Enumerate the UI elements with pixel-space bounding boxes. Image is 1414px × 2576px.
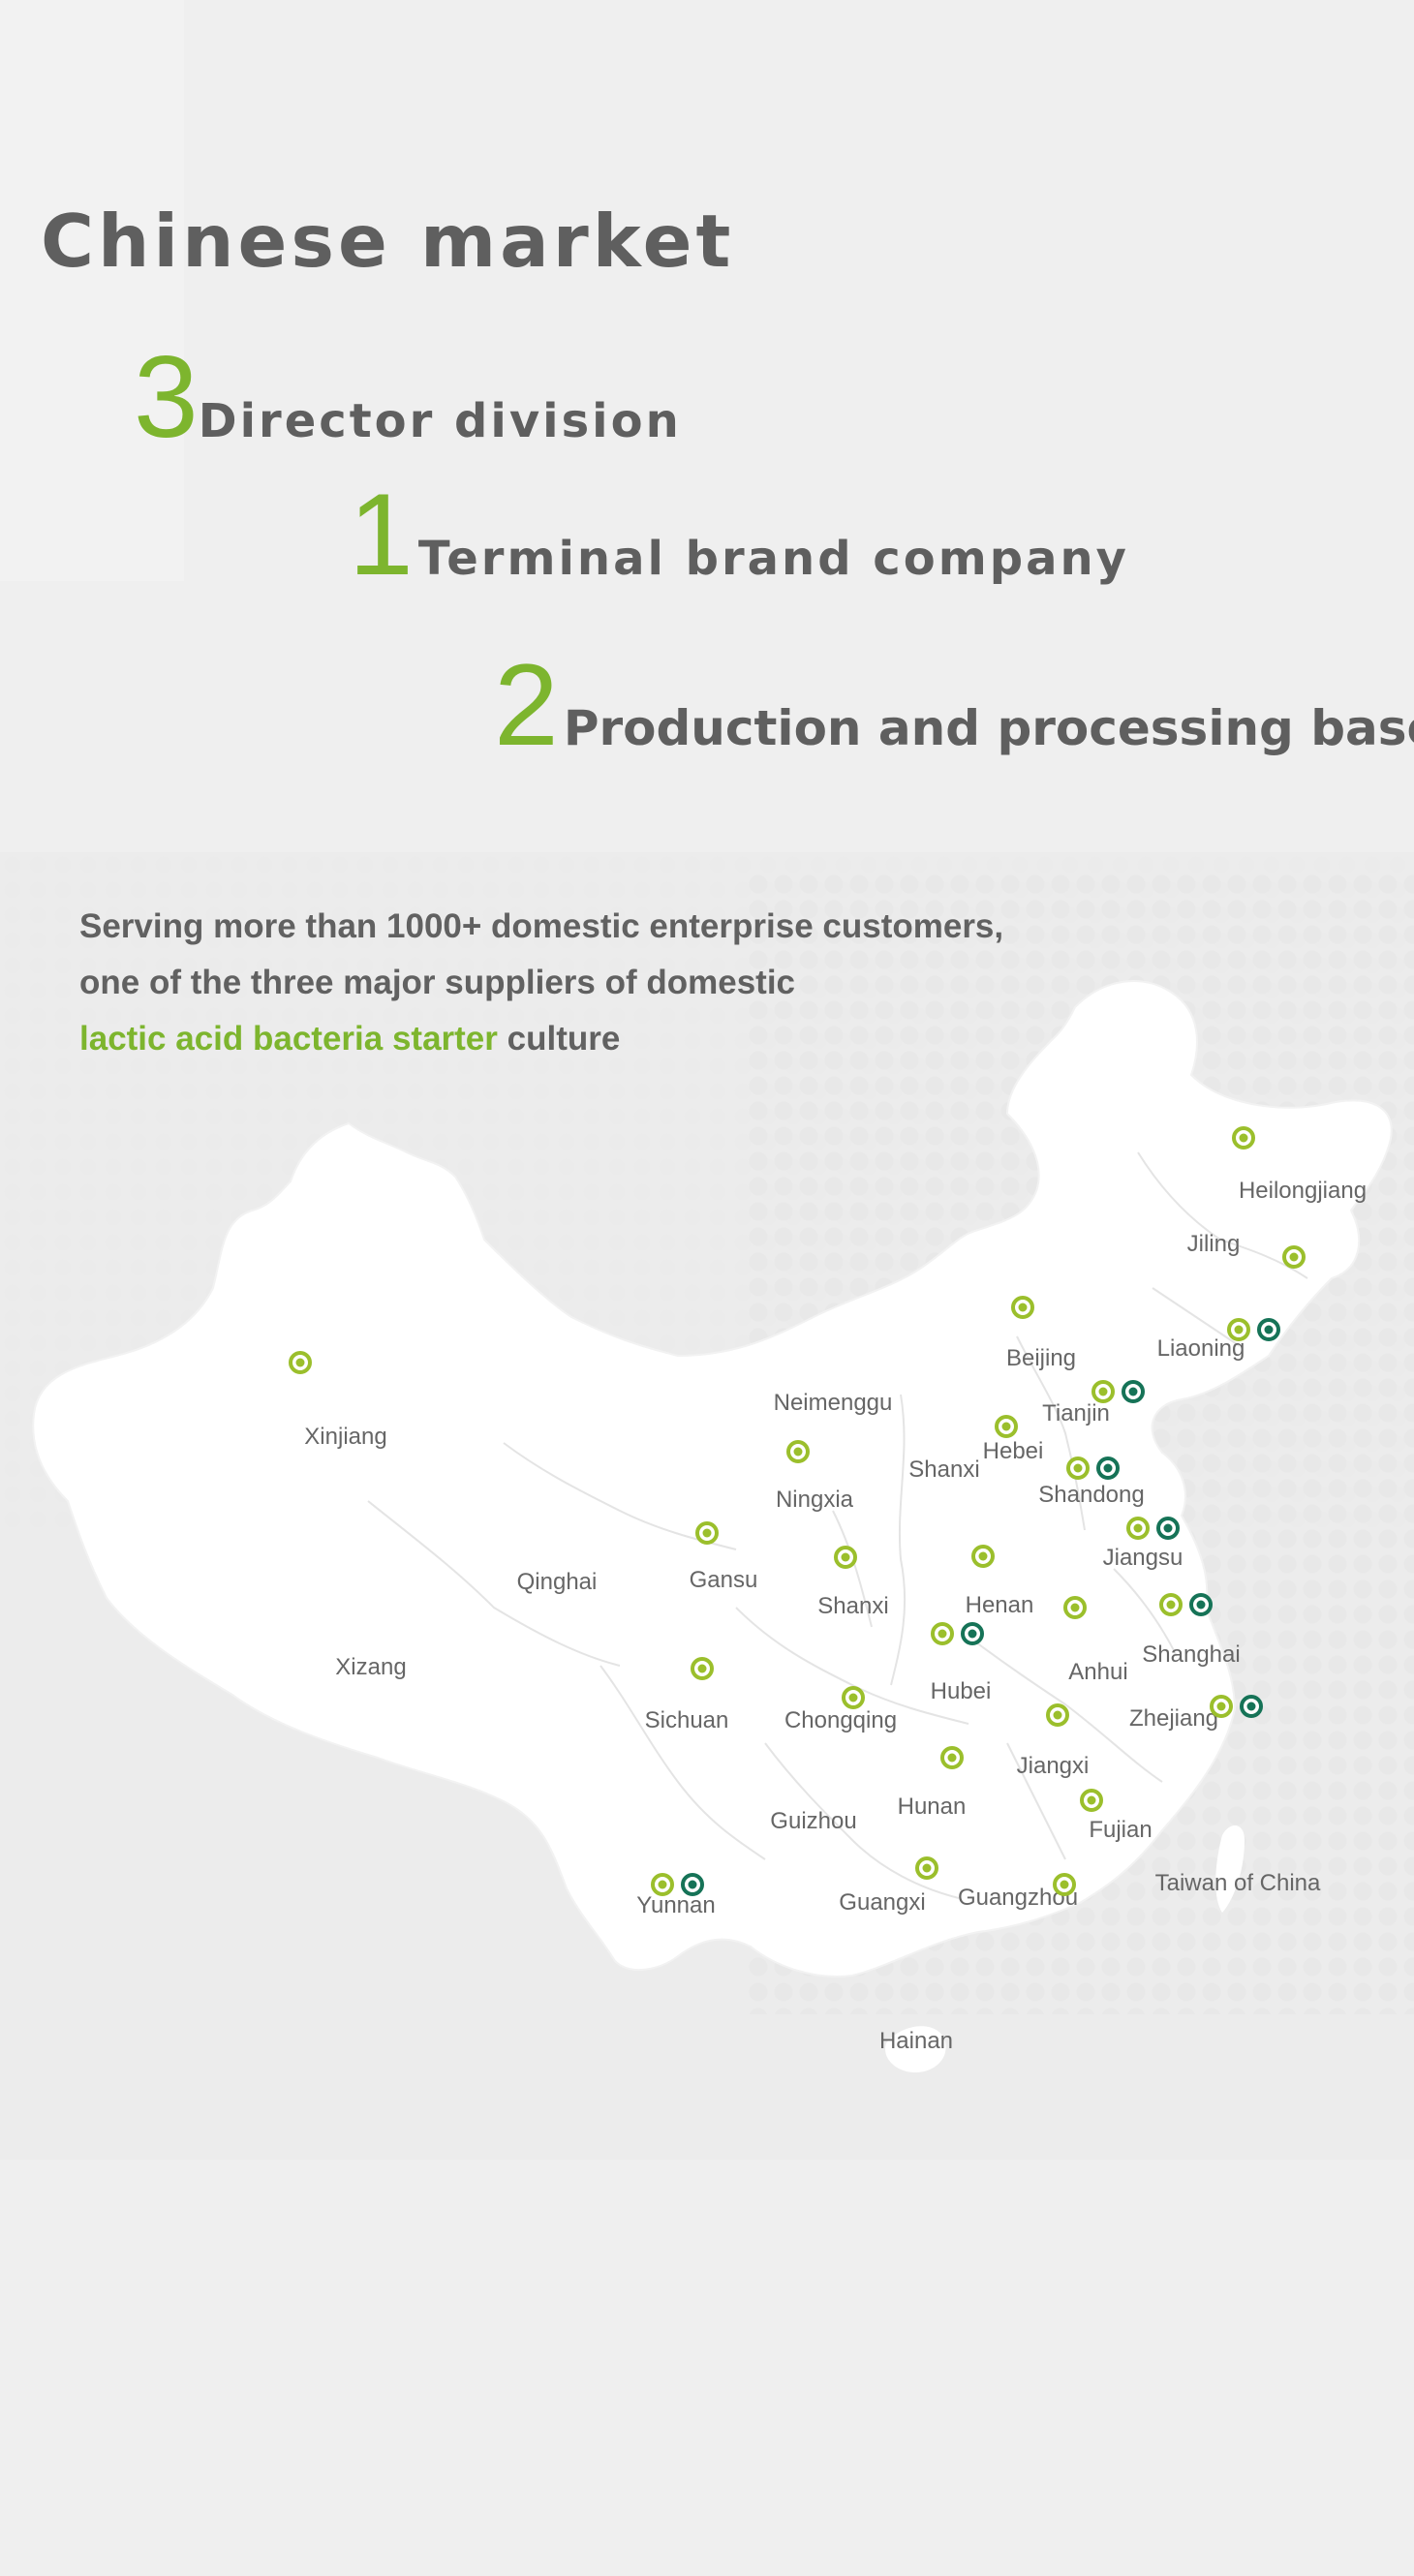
province-label-fujian: Fujian — [1089, 1817, 1152, 1843]
province-label-jiling: Jiling — [1187, 1231, 1241, 1257]
china-outline — [32, 980, 1393, 1978]
office-marker-icon — [1282, 1245, 1306, 1269]
province-label-henan: Henan — [966, 1592, 1034, 1618]
intro-highlight: lactic acid bacteria starter — [79, 1020, 498, 1058]
province-label-shandong: Shandong — [1038, 1482, 1144, 1508]
stat-production-base: 2 Production and processing base — [494, 647, 1414, 763]
office-marker-icon — [1011, 1296, 1034, 1319]
office-marker-icon — [1159, 1593, 1183, 1616]
hainan-island — [885, 2026, 946, 2072]
office-marker-icon — [842, 1686, 865, 1709]
province-label-gansu: Gansu — [690, 1567, 758, 1593]
province-label-guizhou: Guizhou — [770, 1808, 856, 1834]
province-label-neimenggu: Neimenggu — [774, 1390, 893, 1416]
office-marker-icon — [940, 1746, 964, 1769]
province-label-shanxi: Shanxi — [817, 1593, 888, 1619]
page-title: Chinese market — [41, 199, 735, 284]
province-label-hainan: Hainan — [879, 2028, 953, 2054]
production-base-marker-icon — [1122, 1380, 1145, 1403]
province-label-jiangsu: Jiangsu — [1103, 1545, 1183, 1571]
office-marker-icon — [786, 1440, 810, 1463]
province-label-anhui: Anhui — [1068, 1659, 1127, 1685]
office-marker-icon — [1091, 1380, 1115, 1403]
province-label-hubei: Hubei — [931, 1678, 992, 1704]
stat-terminal-brand: 1 Terminal brand company — [349, 476, 1129, 593]
stat-label: Production and processing base — [563, 700, 1414, 756]
office-marker-icon — [1053, 1873, 1076, 1896]
province-label-zhejiang: Zhejiang — [1129, 1705, 1218, 1732]
office-marker-icon — [1080, 1789, 1103, 1812]
office-marker-icon — [691, 1657, 714, 1680]
province-label-shanghai: Shanghai — [1142, 1641, 1240, 1668]
province-label-heilongjiang: Heilongjiang — [1239, 1178, 1367, 1204]
office-marker-icon — [1046, 1703, 1069, 1727]
office-marker-icon — [1227, 1318, 1250, 1341]
stat-director-division: 3Director division — [134, 339, 682, 455]
province-label-qinghai: Qinghai — [517, 1569, 598, 1595]
province-label-beijing: Beijing — [1006, 1345, 1076, 1371]
office-marker-icon — [695, 1521, 719, 1545]
province-borders — [367, 1151, 1308, 1899]
province-label-sichuan: Sichuan — [645, 1707, 729, 1733]
stat-number: 3 — [134, 332, 199, 462]
office-marker-icon — [1126, 1517, 1150, 1540]
province-label-tianjin: Tianjin — [1042, 1400, 1110, 1426]
province-label-taiwan-of-china: Taiwan of China — [1155, 1870, 1321, 1896]
stat-label: Terminal brand company — [417, 532, 1129, 586]
production-base-marker-icon — [1257, 1318, 1280, 1341]
office-marker-icon — [931, 1622, 954, 1645]
stat-number: 1 — [349, 470, 414, 599]
stat-number: 2 — [494, 640, 559, 770]
province-label-xinjiang: Xinjiang — [304, 1424, 386, 1450]
production-base-marker-icon — [1240, 1695, 1263, 1718]
province-label-hebei: Hebei — [983, 1438, 1044, 1464]
office-marker-icon — [1232, 1126, 1255, 1150]
office-marker-icon — [651, 1873, 674, 1896]
office-marker-icon — [834, 1546, 857, 1569]
production-base-marker-icon — [1156, 1517, 1180, 1540]
office-marker-icon — [995, 1415, 1018, 1438]
province-label-hunan: Hunan — [898, 1794, 967, 1820]
intro-text: Serving more than 1000+ domestic enterpr… — [79, 899, 1048, 1067]
office-marker-icon — [971, 1545, 995, 1568]
office-marker-icon — [1210, 1695, 1233, 1718]
stat-label: Director division — [198, 394, 682, 448]
province-label-xizang: Xizang — [335, 1654, 406, 1680]
province-label-chongqing: Chongqing — [784, 1707, 897, 1733]
taiwan-island — [1215, 1825, 1245, 1913]
office-marker-icon — [1063, 1596, 1087, 1619]
intro-tail: culture — [497, 1020, 621, 1058]
production-base-marker-icon — [1096, 1457, 1120, 1480]
production-base-marker-icon — [961, 1622, 984, 1645]
province-label-liaoning: Liaoning — [1157, 1335, 1245, 1362]
office-marker-icon — [915, 1856, 938, 1880]
office-marker-icon — [1066, 1457, 1090, 1480]
production-base-marker-icon — [1189, 1593, 1213, 1616]
province-label-jiangxi: Jiangxi — [1017, 1753, 1090, 1779]
location-markers — [289, 1126, 1306, 1896]
office-marker-icon — [289, 1351, 312, 1374]
province-label-guangxi: Guangxi — [839, 1889, 925, 1916]
intro-line-2: one of the three major suppliers of dome… — [79, 964, 796, 1001]
production-base-marker-icon — [681, 1873, 704, 1896]
background-panel — [0, 0, 184, 581]
intro-line-1: Serving more than 1000+ domestic enterpr… — [79, 907, 1004, 945]
province-label-ningxia: Ningxia — [776, 1487, 854, 1513]
province-label-shanxi: Shanxi — [908, 1457, 979, 1483]
province-label-yunnan: Yunnan — [636, 1892, 715, 1918]
